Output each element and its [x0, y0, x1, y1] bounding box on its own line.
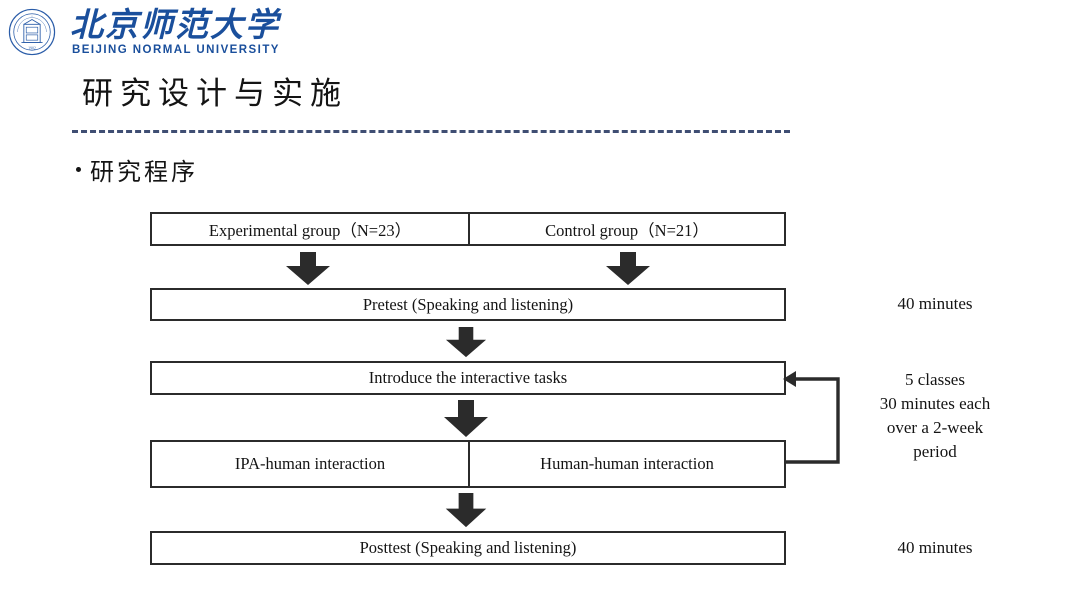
arrow-feedback-loop	[783, 371, 840, 464]
flow-cell-control-group: Control group（N=21）	[545, 221, 709, 240]
arrow-down-pretest-to-introduce	[445, 327, 487, 358]
note-loop-schedule: 5 classes 30 minutes each over a 2-week …	[845, 368, 1025, 464]
brand-name-en: BEIJING NORMAL UNIVERSITY	[72, 44, 280, 56]
flow-box-posttest-label: Posttest (Speaking and listening)	[359, 538, 577, 557]
flow-box-introduce-tasks: Introduce the interactive tasks	[150, 361, 786, 395]
arrow-down-interaction-to-posttest	[445, 493, 487, 528]
note-loop-line-1: 5 classes	[905, 370, 965, 389]
university-seal-icon: 1902	[8, 8, 56, 56]
svg-text:1902: 1902	[28, 46, 36, 50]
brand-name-cn: 北京师范大学	[70, 8, 280, 44]
flow-box-interaction: IPA-human interaction Human-human intera…	[150, 440, 786, 488]
flow-cell-experimental-group: Experimental group（N=23）	[152, 214, 470, 244]
arrow-down-control-to-pretest	[606, 252, 650, 285]
section-bullet-label: 研究程序	[90, 160, 198, 186]
flow-box-introduce-tasks-label: Introduce the interactive tasks	[368, 368, 568, 387]
flow-box-groups: Experimental group（N=23） Control group（N…	[150, 212, 786, 246]
note-loop-line-4: period	[913, 442, 957, 461]
page-title: 研究设计与实施	[82, 76, 348, 111]
note-loop-line-2: 30 minutes each	[879, 394, 991, 413]
note-pretest-duration: 40 minutes	[897, 294, 973, 313]
flow-box-posttest: Posttest (Speaking and listening)	[150, 531, 786, 565]
flow-box-pretest-label: Pretest (Speaking and listening)	[362, 294, 574, 314]
flow-cell-ipa-human-interaction: IPA-human interaction	[152, 442, 470, 486]
title-divider	[72, 130, 790, 133]
flow-box-pretest: Pretest (Speaking and listening)	[150, 288, 786, 321]
arrow-down-introduce-to-interaction	[444, 400, 488, 437]
brand-header: 1902 北京师范大学 BEIJING NORMAL UNIVERSITY	[0, 0, 1080, 64]
flow-cell-human-human-interaction: Human-human interaction	[540, 454, 714, 473]
section-bullet: 研究程序	[76, 152, 198, 187]
note-loop-line-3: over a 2-week	[886, 418, 984, 437]
arrow-down-experimental-to-pretest	[286, 252, 330, 285]
note-posttest-duration: 40 minutes	[897, 538, 973, 557]
bullet-dot-icon	[76, 167, 81, 172]
